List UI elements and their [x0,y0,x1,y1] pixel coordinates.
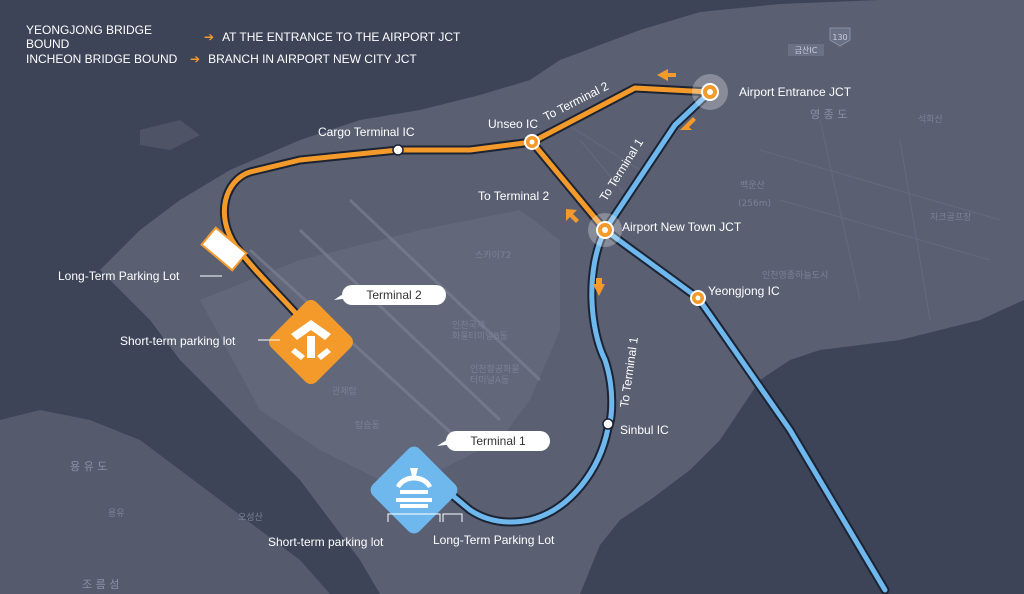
airport-new-town-jct-node[interactable] [588,213,622,247]
baekunsan-label: 백운산 [740,180,765,191]
seokhwasan-label: 석화산 [918,114,943,125]
yeongjong-ic-label: Yeongjong IC [708,284,780,298]
legend-row-incheon: INCHEON BRIDGE BOUND ➔ BRANCH IN AIRPORT… [26,48,460,70]
unseo-ic-node[interactable] [524,134,540,150]
highway-sign: 금산IC [788,44,824,56]
yeongjong-ic-node[interactable] [690,290,706,306]
baekunsan-height: (256m) [738,199,771,209]
airport-entrance-jct-node[interactable] [692,74,728,110]
highway-130-badge: 130 [829,27,851,47]
t1-long-term-parking-label: Long-Term Parking Lot [433,533,555,547]
yeongjongdo-label: 영 종 도 [810,108,847,121]
legend-to: BRANCH IN AIRPORT NEW CITY JCT [208,52,417,66]
svg-text:금산IC: 금산IC [795,45,818,55]
airport-area [200,210,560,480]
airport-entrance-jct-label: Airport Entrance JCT [739,85,852,99]
newcity-label: 인천영종하늘도시 [762,270,828,281]
svg-text:130: 130 [832,33,847,42]
orange-route [219,83,715,323]
t2-long-term-parking-label: Long-Term Parking Lot [58,269,180,283]
unseo-ic-label: Unseo IC [488,117,538,131]
arrow-left-top [657,69,676,81]
terminal2-callout-label: Terminal 2 [366,288,422,302]
yongyudo-land [0,410,330,594]
arrow-down-blue [593,278,605,296]
skyview-label: 스카이72 [475,250,511,261]
airport-new-town-jct-label: Airport New Town JCT [622,220,742,234]
yongyudo-label: 용 유 도 [70,460,107,473]
legend-from: INCHEON BRIDGE BOUND [26,52,178,66]
cargo-terminal-ic-node[interactable] [392,144,404,156]
control-tower-label: 관제탑 [332,385,357,397]
legend-arrow-icon: ➔ [204,30,215,44]
tap-label: 탑승동 [355,419,380,431]
terminal1-callout[interactable]: Terminal 1 [446,431,550,451]
oseongsan-label: 오성산 [238,512,263,523]
sinbul-ic-label: Sinbul IC [620,423,669,437]
cargo-terminal-ic-label: Cargo Terminal IC [318,125,415,139]
direction-arrows [566,69,696,296]
legend-to: AT THE ENTRANCE TO THE AIRPORT JCT [222,30,461,44]
legend-from: YEONGJONG BRIDGE BOUND [26,23,153,51]
jakeumulseom-label: 자크골프장 [930,212,971,223]
t2-short-term-parking-label: Short-term parking lot [120,334,236,348]
terminal2-callout[interactable]: Terminal 2 [342,285,446,305]
small-island [140,120,200,150]
terminal2-icon[interactable] [266,297,357,388]
legend-arrow-icon: ➔ [190,52,201,66]
arrow-up-left-unseo [566,209,579,223]
legend: YEONGJONG BRIDGE BOUND ➔ AT THE ENTRANCE… [26,23,461,70]
city-grid [559,119,1001,321]
terminal1-callout-label: Terminal 1 [470,434,526,448]
t1-parking-brackets [387,513,463,522]
terminal2-long-term-parking-lot[interactable] [200,226,248,272]
joreumseom-label: 조 름 섬 [82,578,119,591]
t1-short-term-parking-label: Short-term parking lot [268,535,384,549]
legend-row-yeongjong: YEONGJONG BRIDGE BOUND ➔ AT THE ENTRANCE… [26,23,461,51]
arrow-down-left-jct [680,117,696,130]
to-terminal-2-left-label: To Terminal 2 [478,189,549,203]
sinbul-ic-node[interactable] [602,418,614,430]
yongyu-label: 용유 [108,508,125,519]
terminal1-icon[interactable] [367,443,460,536]
